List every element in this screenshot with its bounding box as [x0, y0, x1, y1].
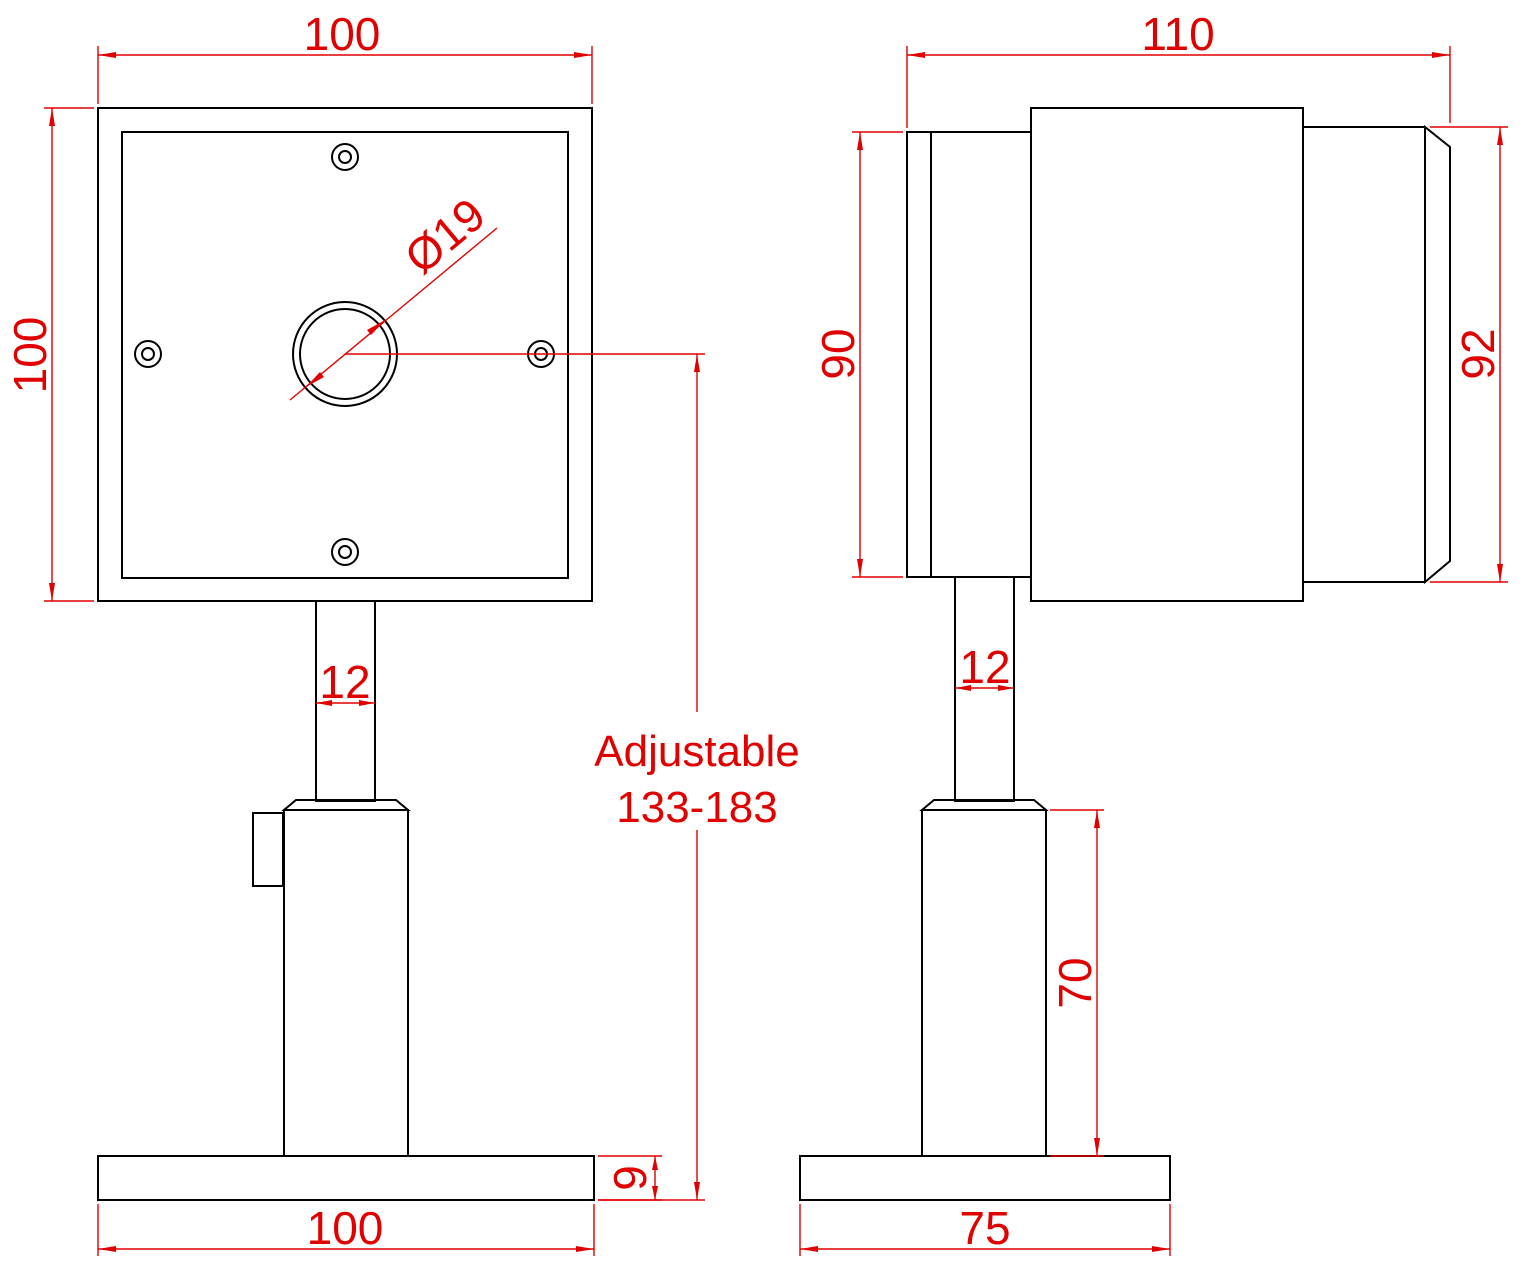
dim-front-left-height-label: 100 [4, 317, 56, 394]
dim-front-top-width-label: 100 [304, 8, 381, 60]
screw-left [134, 340, 162, 368]
dim-aperture-diameter-label: Ø19 [395, 188, 495, 284]
side-mount-body [930, 131, 1032, 578]
dimension-base-thickness: 9 [598, 1155, 662, 1201]
dim-side-top-length-label: 110 [1141, 8, 1214, 60]
dimension-adjustable-height: Adjustable 133-183 [594, 354, 800, 1201]
dimension-side-right-height: 92 [1430, 126, 1508, 583]
dimension-side-top-length: 110 [906, 8, 1451, 128]
adjustable-label: Adjustable [594, 727, 799, 776]
front-thumbscrew [252, 812, 284, 887]
front-view: 100 100 Ø19 12 [4, 8, 800, 1256]
dim-base-thickness-label: 9 [604, 1165, 656, 1191]
dimension-aperture-diameter: Ø19 [289, 188, 705, 401]
dimension-side-post-width: 12 [955, 641, 1014, 693]
dim-side-base-width-label: 75 [959, 1202, 1010, 1254]
dim-holder-height-label: 70 [1049, 957, 1101, 1008]
side-front-plate [906, 131, 932, 578]
dim-side-left-height-label: 90 [812, 328, 864, 379]
front-base [97, 1155, 595, 1201]
dimension-front-post-width: 12 [316, 656, 375, 708]
side-rear-tube [1302, 126, 1426, 583]
screw-bottom [331, 538, 359, 566]
dim-side-post-width-label: 12 [959, 641, 1010, 693]
side-base [799, 1155, 1171, 1201]
dim-front-post-width-label: 12 [319, 656, 370, 708]
dimension-front-left-height: 100 [4, 107, 94, 602]
side-housing [1030, 107, 1304, 602]
dim-front-base-width-label: 100 [307, 1202, 384, 1254]
front-post-holder [283, 809, 409, 1157]
dim-side-right-height-label: 92 [1452, 328, 1504, 379]
screw-top [331, 143, 359, 171]
adjustable-range: 133-183 [616, 783, 777, 832]
front-mount-plate-inner [121, 131, 569, 579]
dimension-front-top-width: 100 [97, 8, 593, 104]
dimension-side-base-width: 75 [799, 1202, 1171, 1256]
dimension-holder-height: 70 [1049, 809, 1104, 1157]
dimension-front-base-width: 100 [97, 1202, 595, 1256]
side-view: 110 90 92 12 [799, 8, 1508, 1256]
side-post-holder [921, 809, 1047, 1157]
dimension-side-left-height: 90 [812, 131, 903, 578]
side-rear-lip [1424, 124, 1451, 585]
